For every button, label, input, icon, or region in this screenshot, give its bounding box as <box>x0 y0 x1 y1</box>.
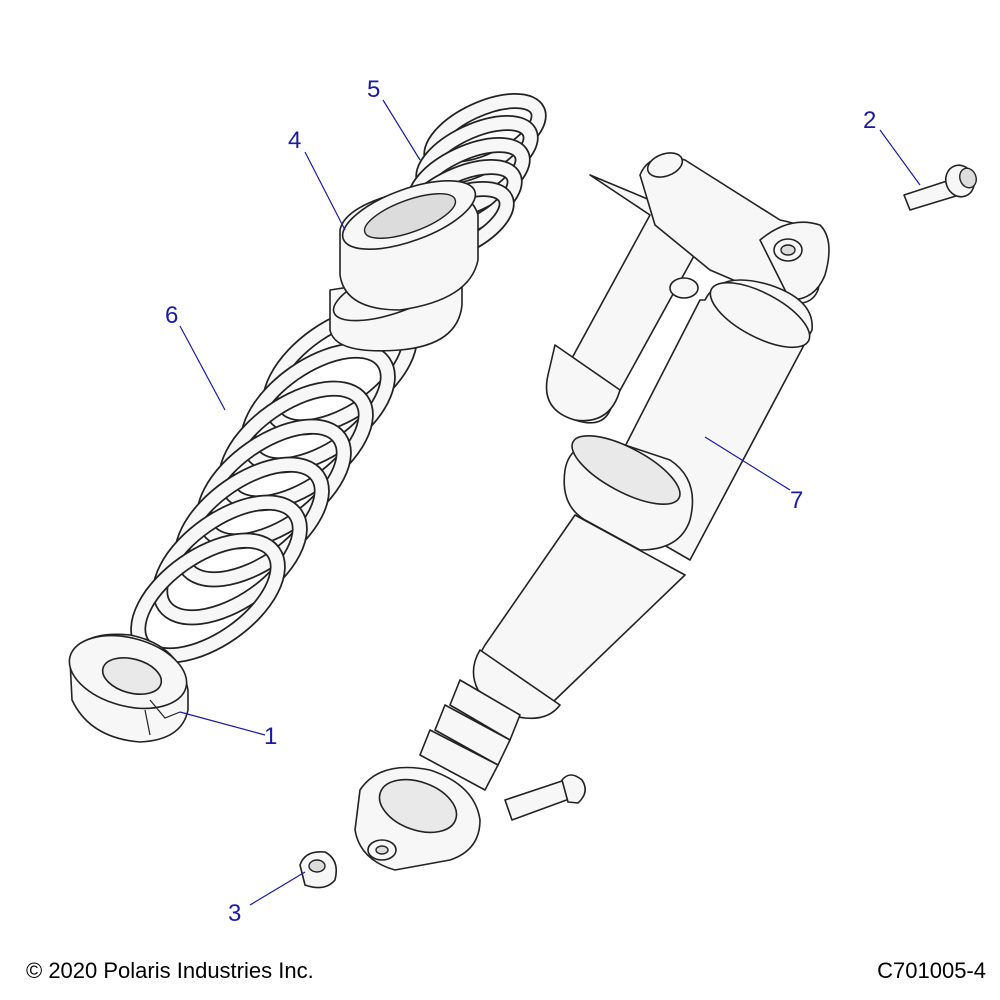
callout-7: 7 <box>790 487 803 514</box>
lock-nut <box>299 850 338 889</box>
upper-mounting-bolt <box>903 164 977 211</box>
callout-labels: 1 2 3 4 5 6 7 <box>165 76 876 927</box>
callout-5: 5 <box>367 76 380 103</box>
leader-lines <box>179 99 921 906</box>
callout-6: 6 <box>165 302 178 329</box>
copyright-notice: © 2020 Polaris Industries Inc. <box>26 958 314 983</box>
diagram-code: C701005-4 <box>877 958 986 983</box>
spring-adapter <box>329 179 479 352</box>
shock-assembly-drawing: 1 2 3 4 5 6 7 <box>68 76 977 927</box>
shock-absorber <box>354 152 830 871</box>
callout-4: 4 <box>288 127 301 154</box>
lower-spring-seat <box>68 633 189 743</box>
callout-2: 2 <box>863 107 876 134</box>
callout-1: 1 <box>264 723 277 750</box>
callout-3: 3 <box>228 900 241 927</box>
